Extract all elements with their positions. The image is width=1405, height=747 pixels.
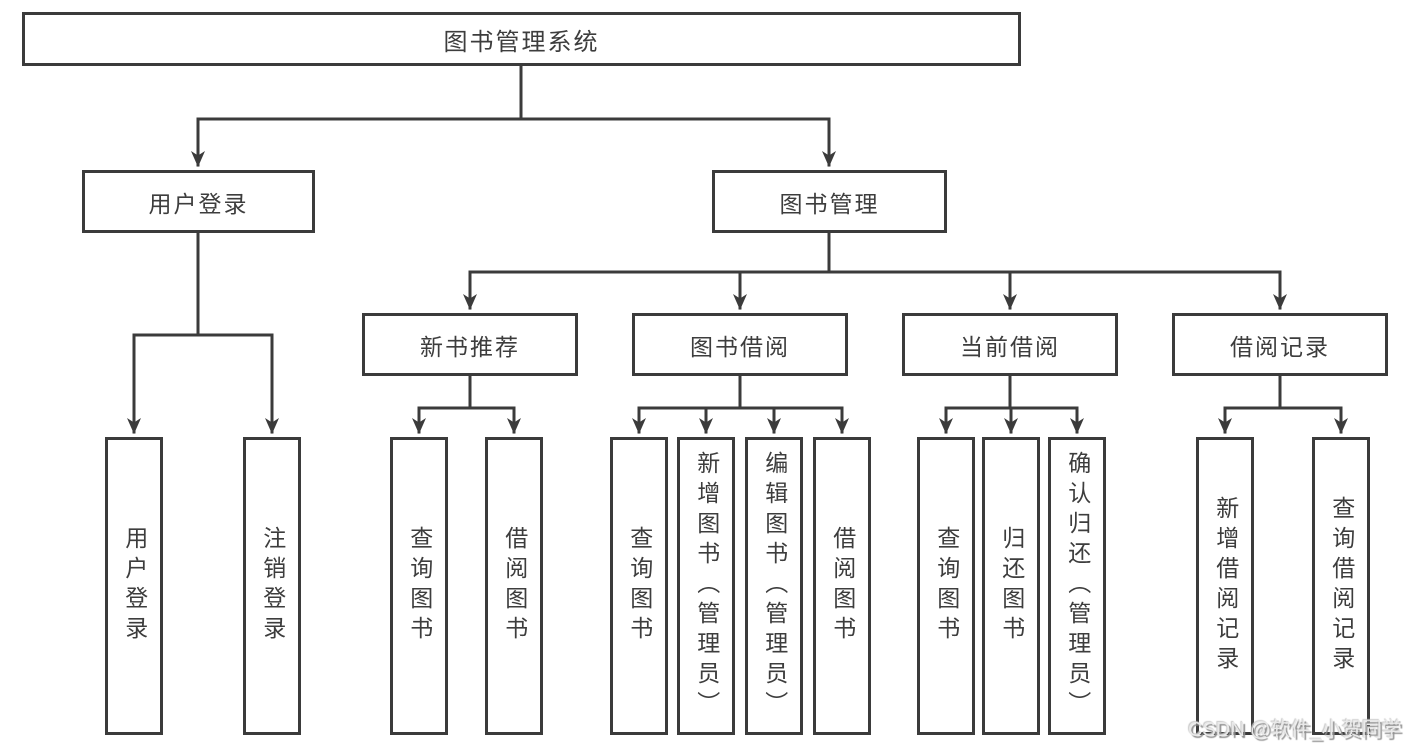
node-new-book-recommend: 新书推荐 [362, 313, 578, 376]
node-label: 借阅图书 [501, 526, 528, 646]
node-label: 新增借阅记录 [1212, 496, 1239, 676]
node-label: 新书推荐 [420, 333, 520, 360]
leaf-query-borrow-record: 查询借阅记录 [1312, 437, 1370, 735]
leaf-query-book-3: 查询图书 [917, 437, 975, 735]
node-label: 确认归还（管理员） [1064, 451, 1091, 721]
node-label: 借阅图书 [829, 526, 856, 646]
leaf-logout: 注销登录 [243, 437, 301, 735]
node-book-borrow: 图书借阅 [632, 313, 848, 376]
leaf-confirm-return-admin: 确认归还（管理员） [1048, 437, 1106, 735]
node-current-borrow: 当前借阅 [902, 313, 1118, 376]
node-label: 当前借阅 [960, 333, 1060, 360]
leaf-return-book: 归还图书 [982, 437, 1040, 735]
node-borrow-records: 借阅记录 [1172, 313, 1388, 376]
leaf-borrow-book-2: 借阅图书 [813, 437, 871, 735]
node-label: 图书管理 [779, 190, 880, 217]
csdn-watermark: CSDN @软件_小贺同学 [1188, 719, 1402, 741]
node-label: 查询图书 [406, 526, 433, 646]
node-label: 编辑图书（管理员） [761, 451, 788, 721]
node-root: 图书管理系统 [22, 12, 1021, 66]
leaf-add-borrow-record: 新增借阅记录 [1196, 437, 1254, 735]
node-label: 图书借阅 [690, 333, 790, 360]
node-label: 查询图书 [626, 526, 653, 646]
leaf-borrow-book-1: 借阅图书 [485, 437, 543, 735]
node-label: 新增图书（管理员） [693, 451, 720, 721]
node-label: 图书管理系统 [443, 28, 600, 56]
leaf-query-book-2: 查询图书 [610, 437, 668, 735]
leaf-query-book-1: 查询图书 [390, 437, 448, 735]
node-label: 注销登录 [259, 526, 286, 646]
leaf-add-book-admin: 新增图书（管理员） [677, 437, 735, 735]
leaf-user-login: 用户登录 [105, 437, 163, 735]
node-label: 查询图书 [933, 526, 960, 646]
node-label: 归还图书 [998, 526, 1025, 646]
node-label: 用户登录 [121, 526, 148, 646]
node-book-management: 图书管理 [712, 170, 947, 233]
node-label: 用户登录 [148, 190, 249, 217]
node-user-login: 用户登录 [82, 170, 315, 233]
node-label: 借阅记录 [1230, 333, 1330, 360]
node-label: 查询借阅记录 [1328, 496, 1355, 676]
leaf-edit-book-admin: 编辑图书（管理员） [745, 437, 803, 735]
